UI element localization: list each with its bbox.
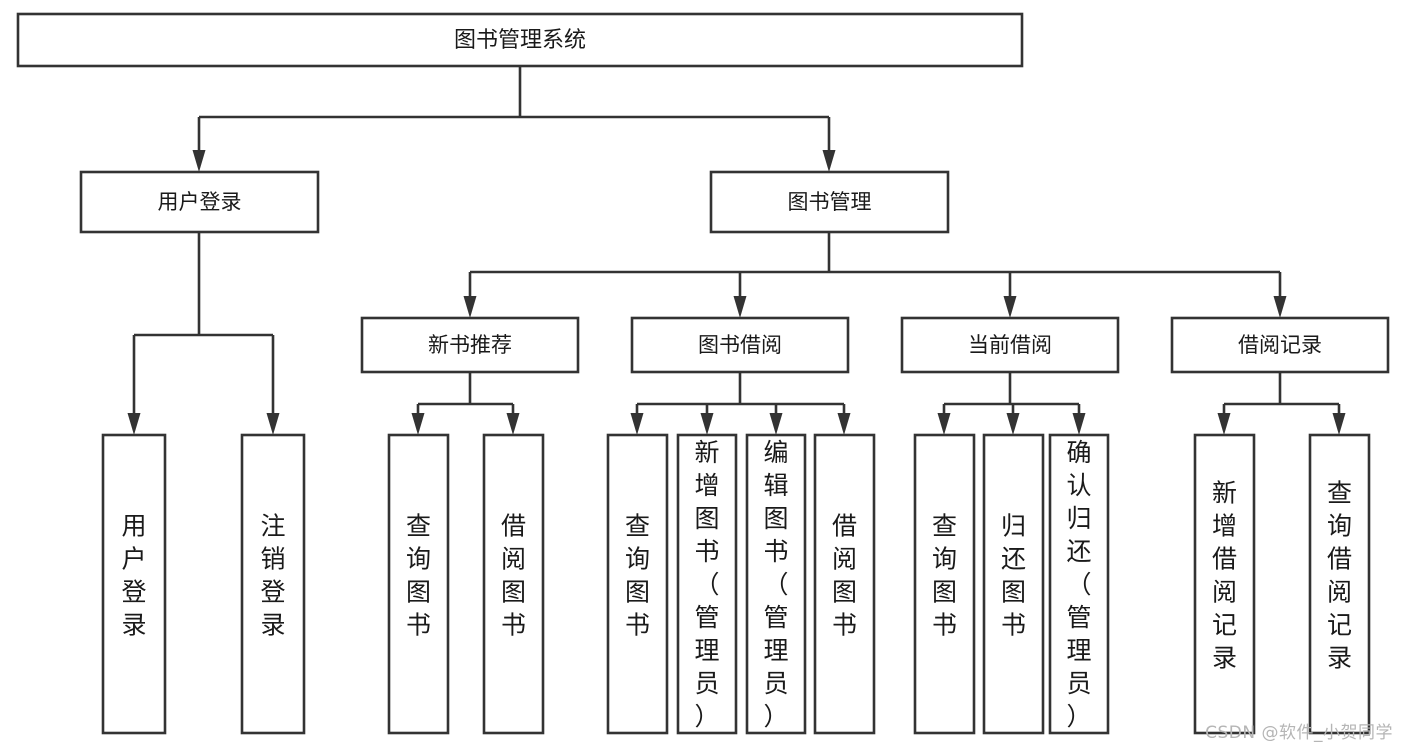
node-label-leaf-borrow-book-2: 借阅图书 (832, 512, 857, 640)
node-label-leaf-add-book-admin: 新增图书（管理员） (694, 438, 719, 731)
node-box-leaf-borrow-book-1[interactable] (482, 433, 545, 735)
arrowhead-icon (506, 413, 520, 435)
node-label-leaf-borrow-book-1: 借阅图书 (501, 512, 526, 640)
node-leaf-borrow-book-2[interactable]: 借阅图书 (813, 433, 876, 735)
node-root[interactable]: 图书管理系统 (16, 12, 1024, 68)
node-box-book-management[interactable] (709, 170, 950, 234)
node-box-leaf-query-borrow-record[interactable] (1308, 433, 1371, 735)
node-box-leaf-borrow-book-2[interactable] (813, 433, 876, 735)
arrowhead-icon (1217, 413, 1231, 435)
connector-root-to-level2 (192, 66, 836, 172)
connector-borrow-record-to-leaves (1217, 372, 1346, 435)
node-leaf-query-book-2[interactable]: 查询图书 (606, 433, 669, 735)
node-box-leaf-query-book-3[interactable] (913, 433, 976, 735)
node-leaf-logout-login[interactable]: 注销登录 (240, 433, 306, 735)
arrowhead-icon (630, 413, 644, 435)
node-leaf-query-borrow-record[interactable]: 查询借阅记录 (1308, 433, 1371, 735)
arrowhead-icon (1332, 413, 1346, 435)
node-box-borrow-record[interactable] (1170, 316, 1390, 374)
node-new-book-recommend[interactable]: 新书推荐 (360, 316, 580, 374)
node-box-root[interactable] (16, 12, 1024, 68)
node-leaf-edit-book-admin[interactable]: 编辑图书（管理员） (745, 433, 807, 735)
node-box-leaf-confirm-return-admin[interactable] (1048, 433, 1110, 735)
node-label-leaf-return-book: 归还图书 (1001, 512, 1026, 640)
node-leaf-add-book-admin[interactable]: 新增图书（管理员） (676, 433, 738, 735)
node-label-leaf-edit-book-admin: 编辑图书（管理员） (763, 438, 788, 731)
arrowhead-icon (463, 296, 477, 318)
node-box-user-login[interactable] (79, 170, 320, 234)
connector-current-borrow-to-leaves (937, 372, 1086, 435)
connector-new-book-recommend-to-leaves (411, 372, 520, 435)
node-label-leaf-confirm-return-admin: 确认归还（管理员） (1066, 438, 1091, 731)
node-box-leaf-return-book[interactable] (982, 433, 1045, 735)
node-box-leaf-add-borrow-record[interactable] (1193, 433, 1256, 735)
node-leaf-user-login[interactable]: 用户登录 (101, 433, 167, 735)
node-user-login[interactable]: 用户登录 (79, 170, 320, 234)
node-label-book-borrow: 图书借阅 (698, 333, 782, 357)
arrowhead-icon (1003, 296, 1017, 318)
node-label-root: 图书管理系统 (454, 28, 586, 53)
node-box-leaf-logout-login[interactable] (240, 433, 306, 735)
arrowhead-icon (127, 413, 141, 435)
node-current-borrow[interactable]: 当前借阅 (900, 316, 1120, 374)
node-layer: 图书管理系统用户登录图书管理新书推荐图书借阅当前借阅借阅记录用户登录注销登录查询… (16, 12, 1390, 735)
connector-layer (127, 66, 1346, 435)
arrowhead-icon (769, 413, 783, 435)
arrowhead-icon (192, 150, 206, 172)
arrowhead-icon (1006, 413, 1020, 435)
node-box-leaf-query-book-2[interactable] (606, 433, 669, 735)
node-label-leaf-logout-login: 注销登录 (260, 512, 285, 640)
node-book-management[interactable]: 图书管理 (709, 170, 950, 234)
arrowhead-icon (700, 413, 714, 435)
node-label-user-login: 用户登录 (158, 190, 242, 214)
connector-book-management-to-level3 (463, 232, 1287, 318)
arrowhead-icon (266, 413, 280, 435)
arrowhead-icon (937, 413, 951, 435)
arrowhead-icon (822, 150, 836, 172)
node-leaf-query-book-1[interactable]: 查询图书 (387, 433, 450, 735)
arrowhead-icon (1273, 296, 1287, 318)
node-label-new-book-recommend: 新书推荐 (428, 333, 512, 357)
node-label-leaf-user-login: 用户登录 (121, 512, 146, 640)
connector-book-borrow-to-leaves (630, 372, 851, 435)
node-label-current-borrow: 当前借阅 (968, 333, 1052, 357)
node-leaf-return-book[interactable]: 归还图书 (982, 433, 1045, 735)
node-label-borrow-record: 借阅记录 (1238, 333, 1322, 357)
node-box-new-book-recommend[interactable] (360, 316, 580, 374)
arrowhead-icon (837, 413, 851, 435)
node-leaf-add-borrow-record[interactable]: 新增借阅记录 (1193, 433, 1256, 735)
node-label-leaf-query-borrow-record: 查询借阅记录 (1327, 479, 1352, 673)
arrowhead-icon (411, 413, 425, 435)
node-box-leaf-add-book-admin[interactable] (676, 433, 738, 735)
node-box-book-borrow[interactable] (630, 316, 850, 374)
node-label-leaf-add-borrow-record: 新增借阅记录 (1212, 479, 1237, 673)
node-label-leaf-query-book-1: 查询图书 (406, 512, 431, 640)
csdn-watermark: CSDN @软件_小贺同学 (1205, 723, 1393, 743)
node-leaf-borrow-book-1[interactable]: 借阅图书 (482, 433, 545, 735)
arrowhead-icon (1072, 413, 1086, 435)
node-box-leaf-edit-book-admin[interactable] (745, 433, 807, 735)
node-box-current-borrow[interactable] (900, 316, 1120, 374)
node-leaf-query-book-3[interactable]: 查询图书 (913, 433, 976, 735)
node-borrow-record[interactable]: 借阅记录 (1170, 316, 1390, 374)
connector-user-login-to-leaves (127, 232, 280, 435)
node-label-leaf-query-book-3: 查询图书 (932, 512, 957, 640)
node-label-leaf-query-book-2: 查询图书 (625, 512, 650, 640)
node-book-borrow[interactable]: 图书借阅 (630, 316, 850, 374)
node-box-leaf-query-book-1[interactable] (387, 433, 450, 735)
node-box-leaf-user-login[interactable] (101, 433, 167, 735)
node-label-book-management: 图书管理 (788, 190, 872, 214)
arrowhead-icon (733, 296, 747, 318)
node-leaf-confirm-return-admin[interactable]: 确认归还（管理员） (1048, 433, 1110, 735)
